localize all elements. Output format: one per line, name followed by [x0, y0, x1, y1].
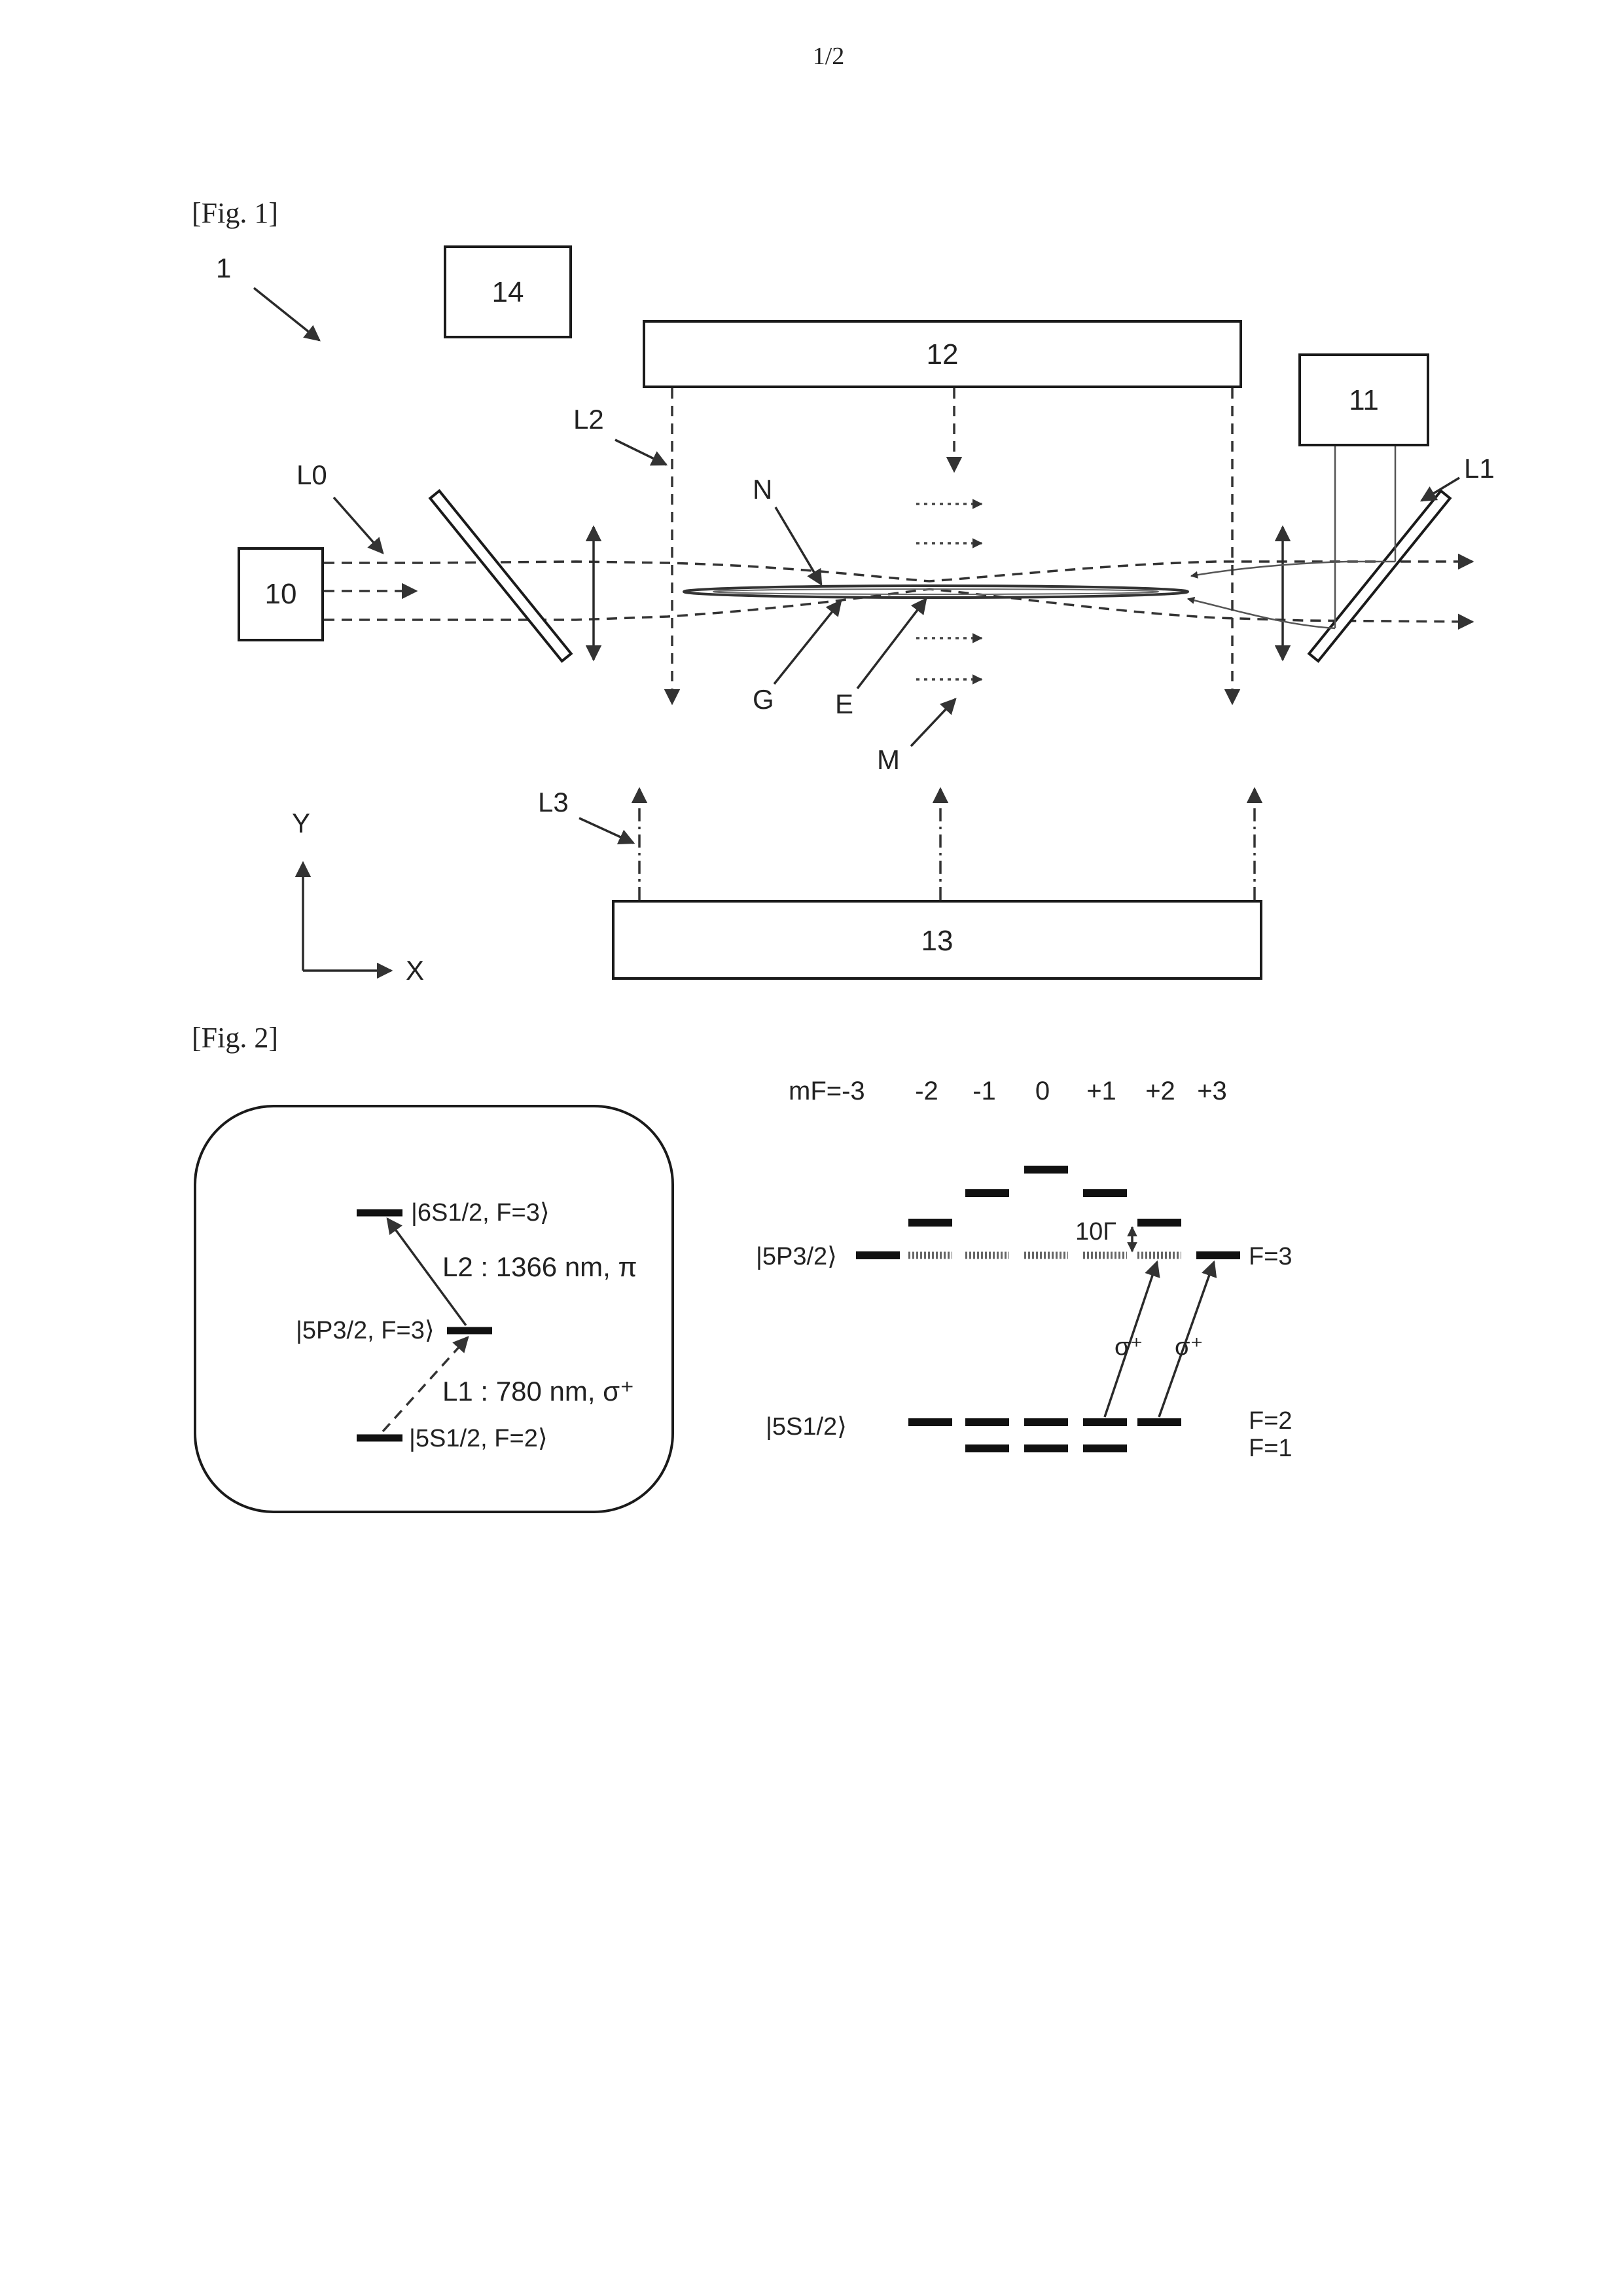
pointer-G [774, 601, 841, 684]
atom-cloud-N [684, 586, 1188, 598]
system-label: 1 [216, 253, 231, 283]
fig1-caption: [Fig. 1] [192, 197, 278, 229]
figure-1: [Fig. 1] 1 14 12 11 10 13 [192, 197, 1495, 986]
pointer-L3 [579, 818, 633, 843]
system-pointer-arrow [254, 288, 319, 340]
fig2-caption: [Fig. 2] [192, 1022, 278, 1054]
state-5P: |5P3/2, F=3⟩ [296, 1317, 435, 1344]
excited-F-label: F=3 [1249, 1243, 1293, 1270]
pointer-E [857, 599, 926, 689]
label-L0: L0 [296, 459, 327, 490]
transition-L2-label: L2 : 1366 nm, π [442, 1251, 637, 1282]
mf-value: 0 [1035, 1077, 1050, 1105]
mf-value: +1 [1086, 1077, 1116, 1105]
atom-cloud-inner [713, 589, 1158, 594]
axis-x-label: X [406, 955, 424, 986]
axes-indicator: Y X [292, 808, 424, 986]
sigma-plus-label: σ⁺ [1175, 1333, 1204, 1361]
mf-value: +3 [1197, 1077, 1227, 1105]
transition-L1-label: L1 : 780 nm, σ⁺ [442, 1376, 634, 1407]
pointer-M [911, 699, 955, 746]
box-11-label: 11 [1349, 384, 1379, 416]
ground-F1-label: F=1 [1249, 1435, 1293, 1462]
shift-label: 10Γ [1075, 1218, 1116, 1246]
excited-state-label: |5P3/2⟩ [756, 1243, 837, 1270]
left-mirror [430, 491, 571, 661]
state-5S: |5S1/2, F=2⟩ [409, 1425, 548, 1452]
zeeman-diagram: mF=-3 -2 -1 0 +1 +2 +3 [756, 1077, 1293, 1462]
sigma-plus-label: σ⁺ [1115, 1333, 1143, 1361]
pointer-L2 [615, 440, 666, 465]
label-L3: L3 [538, 787, 569, 817]
label-N: N [753, 474, 772, 505]
mf-value: -1 [972, 1077, 996, 1105]
figure-2: [Fig. 2] |6S1/2, F=3⟩ |5P3/2, F=3⟩ |5S1/… [192, 1022, 1293, 1512]
label-G: G [753, 684, 774, 715]
box-14-label: 14 [492, 276, 524, 308]
label-L2: L2 [573, 404, 604, 435]
label-E: E [835, 689, 853, 719]
beam-L3 [639, 789, 1255, 900]
state-6S: |6S1/2, F=3⟩ [411, 1199, 550, 1227]
page-number: 1/2 [813, 43, 845, 70]
label-M: M [877, 744, 900, 775]
label-L1: L1 [1464, 453, 1495, 484]
axis-y-label: Y [292, 808, 310, 838]
mf-value: +2 [1145, 1077, 1175, 1105]
ground-F2-label: F=2 [1249, 1407, 1293, 1435]
ground-state-label: |5S1/2⟩ [766, 1413, 847, 1441]
beam-L2 [672, 388, 1232, 704]
box-13-label: 13 [921, 925, 954, 957]
mf-header: mF=-3 [789, 1077, 865, 1105]
level-scheme-inset: |6S1/2, F=3⟩ |5P3/2, F=3⟩ |5S1/2, F=2⟩ L… [195, 1106, 673, 1512]
box-10-label: 10 [265, 578, 297, 610]
pointer-L0 [334, 497, 383, 553]
box-12-label: 12 [927, 338, 959, 370]
pointer-N [776, 507, 821, 584]
right-mirror [1309, 491, 1450, 661]
mf-value: -2 [915, 1077, 938, 1105]
